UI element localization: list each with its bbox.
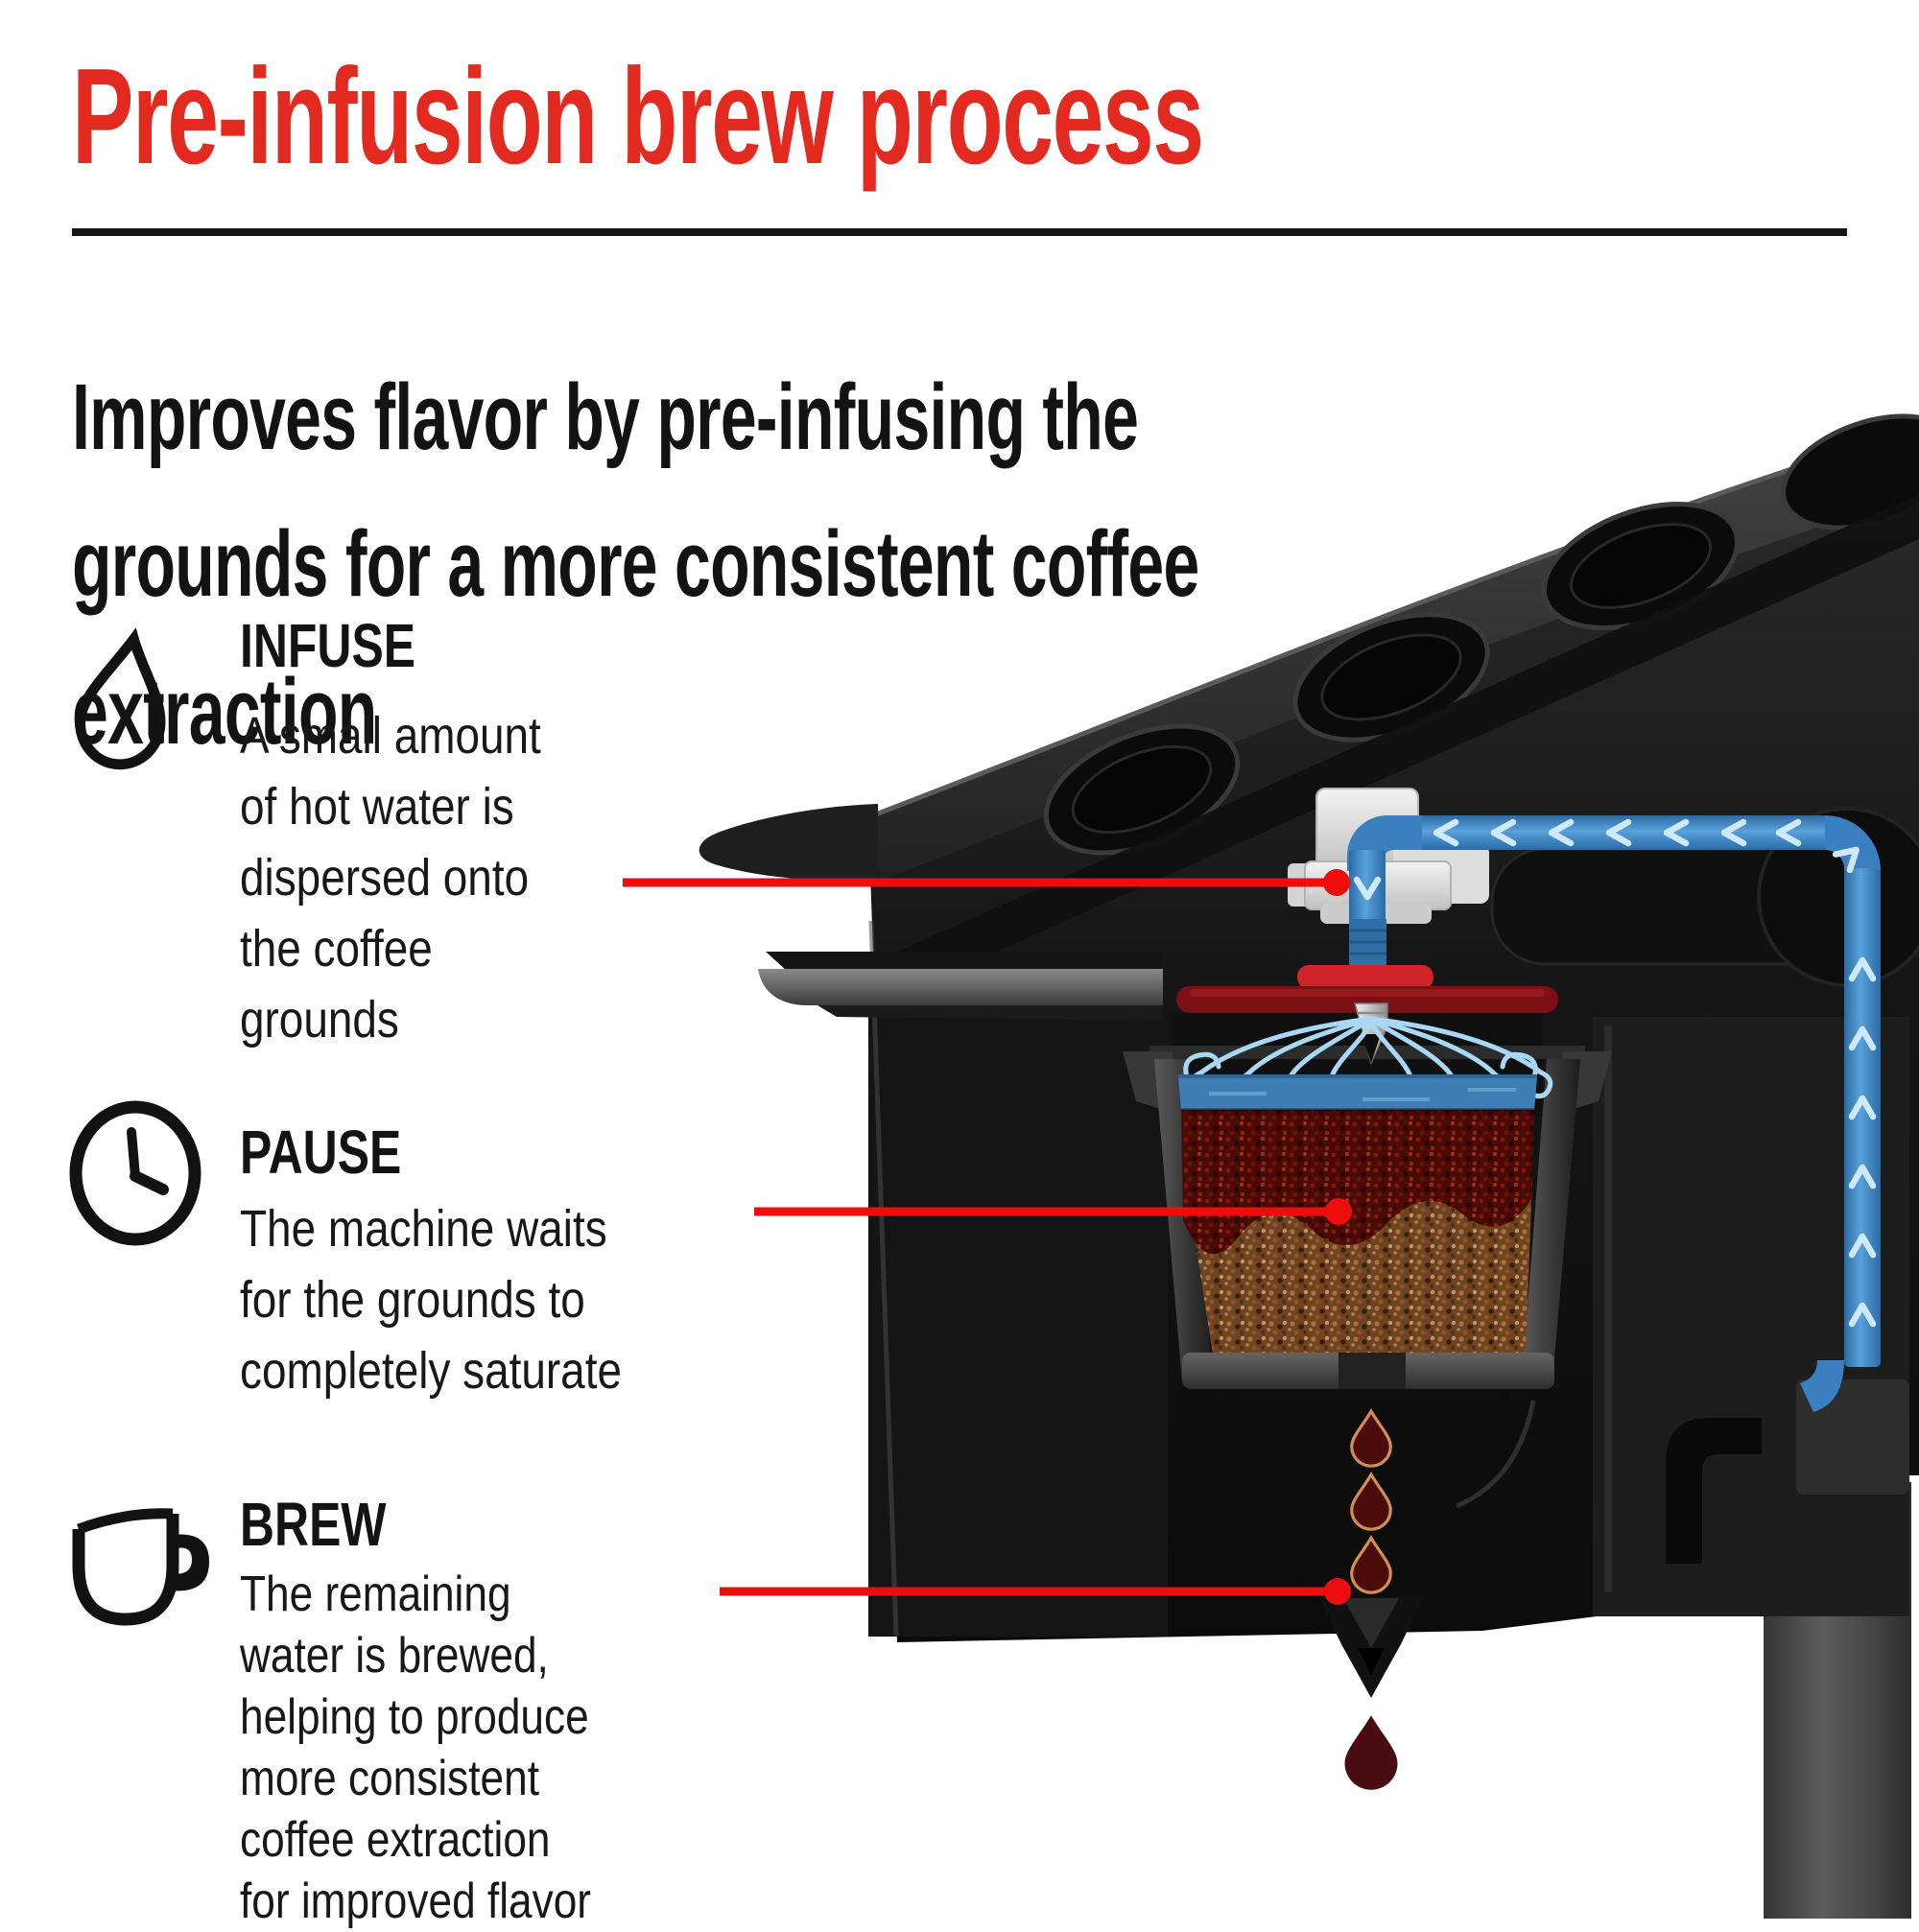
step-infuse-body: A small amount of hot water is dispersed… <box>240 707 541 1048</box>
water-tube <box>1347 815 1881 1412</box>
basket-base <box>1182 1353 1554 1453</box>
coffee-grounds-wet <box>1181 1110 1534 1255</box>
water-tube-vertical <box>1844 868 1881 1367</box>
coffee-grounds-dry <box>1186 1182 1532 1355</box>
callout-dot-brew <box>1324 1578 1351 1605</box>
page-title: Pre-infusion brew process <box>72 40 1204 193</box>
red-gasket <box>1297 965 1433 989</box>
side-ledge <box>758 952 1163 1021</box>
subtitle: Improves flavor by pre-infusing the grou… <box>72 365 1199 764</box>
chamber-seal <box>1176 986 1558 1013</box>
step-pause-heading: PAUSE <box>240 1118 402 1187</box>
tube-bracket <box>1796 1379 1909 1495</box>
water-layer <box>1178 1074 1537 1111</box>
flow-arrows <box>1357 822 1873 1324</box>
water-nozzle <box>1288 788 1489 924</box>
callout-dot-infuse <box>1323 869 1350 896</box>
coffee-grounds <box>1181 1108 1534 1355</box>
dispersion-needle <box>1354 1002 1388 1066</box>
frame-bracket <box>1666 1418 1762 1564</box>
machine-pedestal <box>1764 1394 1911 1919</box>
step-pause-icon-wrap <box>63 1099 207 1248</box>
step-brew-heading: BREW <box>240 1490 387 1559</box>
callout-dot-pause <box>1325 1198 1352 1225</box>
clock-icon <box>69 1100 201 1246</box>
brew-funnel <box>1211 1400 1536 1698</box>
step-brew-icon-wrap <box>58 1502 216 1646</box>
step-infuse-icon-wrap <box>75 616 171 789</box>
water-tube-horizontal <box>1396 815 1828 850</box>
coffee-mug-icon <box>72 1508 209 1626</box>
step-brew-body: The remaining water is brewed, helping t… <box>240 1567 592 1929</box>
coffee-drips <box>1350 1409 1392 1594</box>
brew-basket <box>1123 1013 1612 1381</box>
needle-connector <box>1350 919 1386 969</box>
step-infuse-heading: INFUSE <box>240 611 416 680</box>
title-divider <box>72 228 1847 236</box>
step-pause-body: The machine waits for the grounds to com… <box>240 1200 622 1400</box>
water-spray <box>1183 1016 1553 1100</box>
water-drop-icon <box>75 627 166 770</box>
coffee-drop <box>1344 1715 1398 1790</box>
